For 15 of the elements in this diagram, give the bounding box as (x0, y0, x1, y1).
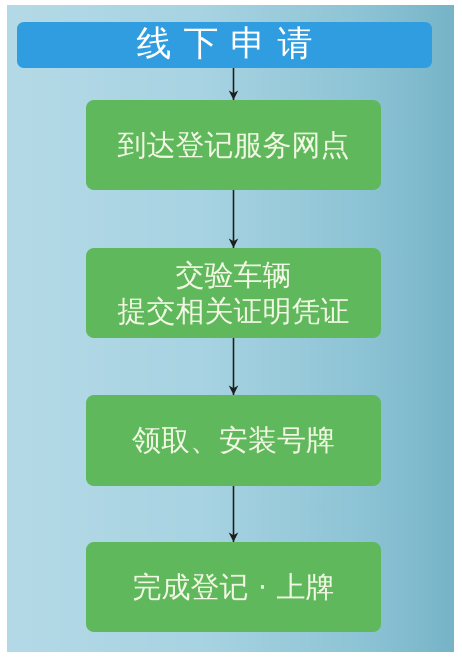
step-text: 完成登记 · 上牌 (132, 568, 334, 606)
step-text: 交验车辆 (176, 256, 292, 293)
process-box (86, 100, 381, 190)
header-banner (17, 22, 432, 68)
arrow (228, 190, 238, 248)
process-box (86, 395, 381, 486)
arrow (228, 338, 238, 395)
step-text: 提交相关证明凭证 (118, 293, 350, 330)
arrow (228, 486, 238, 542)
process-box (86, 248, 381, 338)
process-box (86, 542, 381, 632)
banner-heading: 线下申请 (136, 23, 324, 66)
step-text: 到达登记服务网点 (118, 126, 350, 164)
step-text: 领取、安装号牌 (132, 422, 335, 459)
arrow (228, 68, 238, 100)
